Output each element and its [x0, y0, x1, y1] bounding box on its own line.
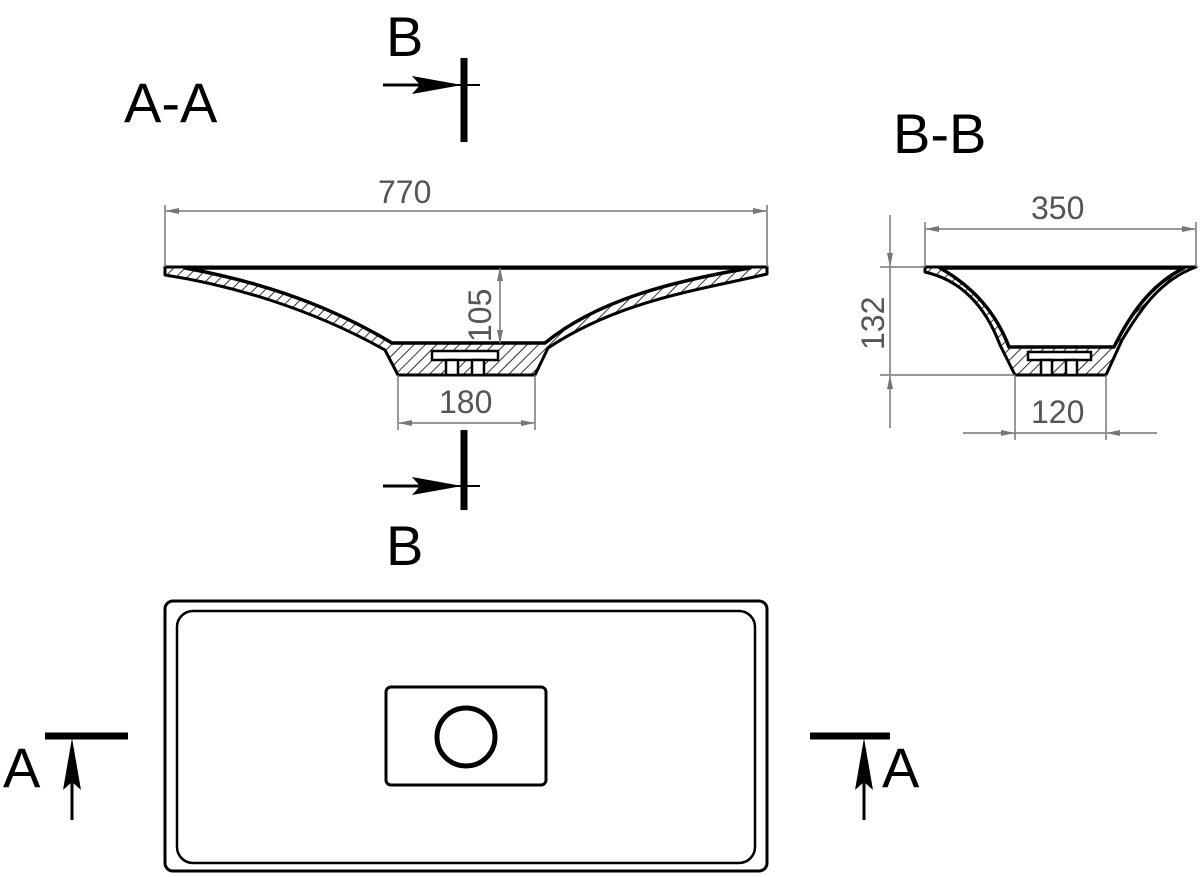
cut-arrowhead-b-top	[412, 76, 462, 94]
dimension-105: 105	[462, 267, 503, 344]
dimension-132: 132	[855, 215, 1015, 428]
cut-arrowhead-b-bottom	[412, 477, 462, 495]
dimension-180-label: 180	[439, 384, 492, 420]
drain-fitting-b-b	[1026, 350, 1093, 377]
cut-marker-b-bottom: B	[383, 430, 480, 577]
section-a-a-view: 770 105 180	[163, 174, 769, 430]
section-title-a-a: A-A	[124, 71, 218, 134]
dimension-770-label: 770	[378, 174, 431, 210]
cut-marker-b-bottom-label: B	[386, 514, 423, 577]
dimension-350: 350	[924, 190, 1197, 267]
cut-marker-a-right-label: A	[882, 736, 920, 799]
dimension-770: 770	[164, 174, 768, 267]
section-b-b-view: 350 132 120	[855, 190, 1198, 440]
dimension-350-label: 350	[1031, 190, 1084, 226]
cut-marker-b-top: B	[383, 5, 480, 142]
dimension-132-label: 132	[855, 297, 891, 350]
dimension-120-label: 120	[1031, 394, 1084, 430]
cut-arrowhead-a-left	[63, 738, 81, 790]
dimension-180: 180	[397, 375, 536, 430]
basin-bowl-a-a	[183, 266, 752, 345]
drain-fitting-a-a	[430, 349, 500, 377]
dimension-120: 120	[963, 375, 1157, 440]
basin-bowl-b-b	[938, 266, 1186, 349]
section-title-b-b: B-B	[893, 102, 986, 165]
plan-drain-hole	[434, 705, 498, 769]
cut-marker-a-left: A	[3, 732, 128, 820]
cut-marker-a-right: A	[810, 732, 920, 820]
cut-marker-a-left-label: A	[3, 736, 41, 799]
cut-arrowhead-a-right	[855, 738, 873, 790]
plan-view	[163, 599, 769, 873]
cut-marker-b-top-label: B	[386, 5, 423, 68]
dimension-105-label: 105	[462, 289, 498, 342]
